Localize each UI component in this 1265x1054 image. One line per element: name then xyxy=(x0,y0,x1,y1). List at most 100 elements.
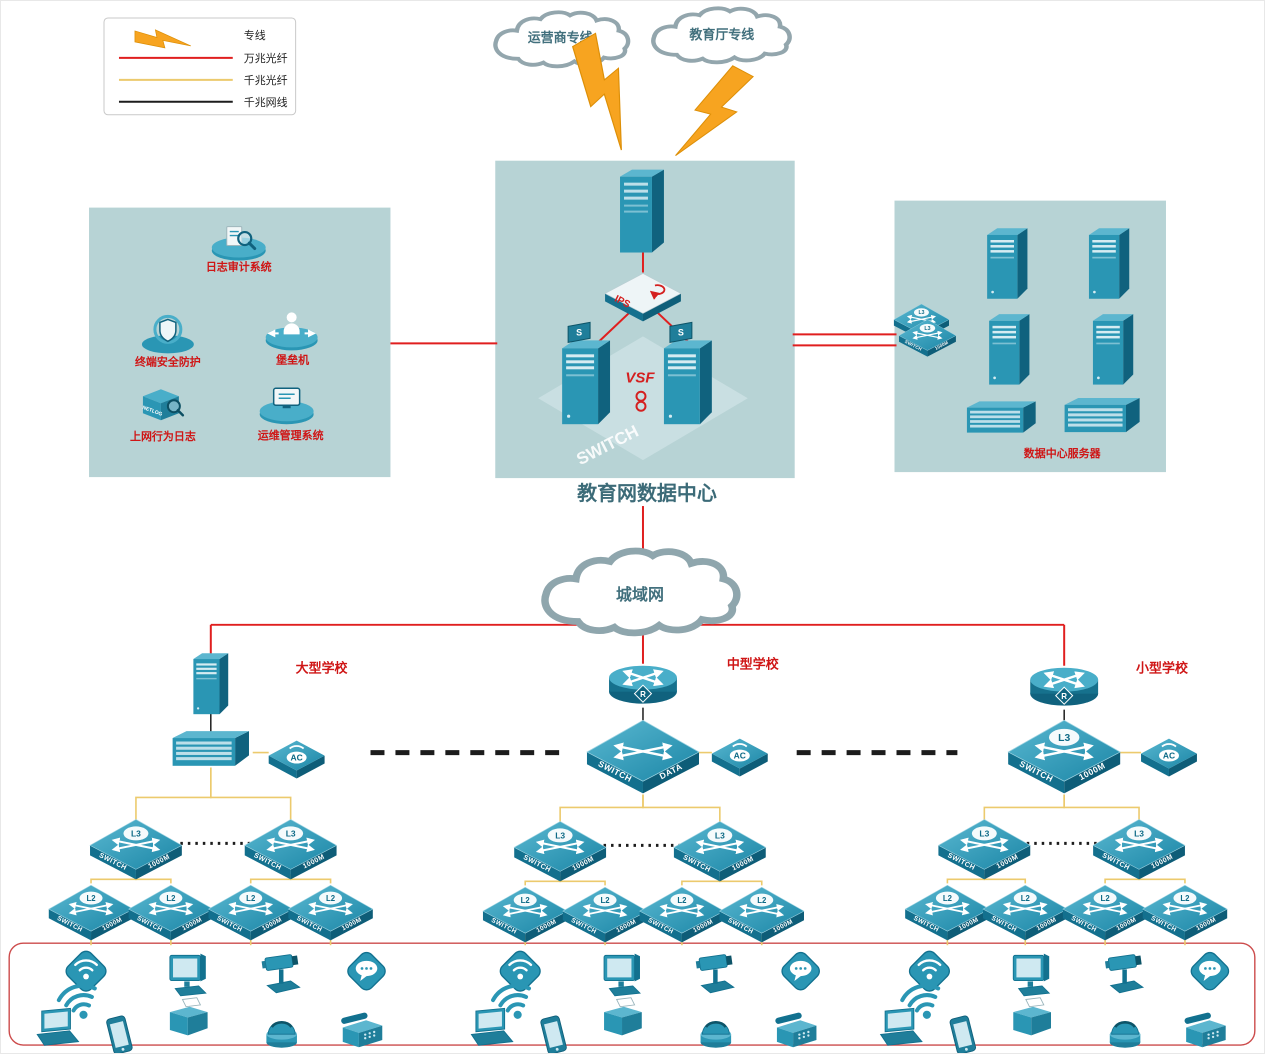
ac-badge: AC xyxy=(1163,751,1175,761)
isp-cloud: 运营商专线 xyxy=(495,12,628,66)
switch-tier-badge: L2 xyxy=(246,894,256,903)
switch-tier-badge: L3 xyxy=(1058,733,1070,744)
vsf-link-icon xyxy=(635,390,647,412)
switch-tier-badge: L2 xyxy=(166,894,176,903)
printer-icon xyxy=(169,997,209,1036)
fiber-1g-link xyxy=(642,794,721,822)
wireless-controller-ac: AC xyxy=(1141,738,1197,777)
smartphone-icon xyxy=(539,1014,568,1053)
terminal-security-icon xyxy=(141,314,194,354)
switch-tier-badge: L3 xyxy=(286,828,296,838)
lightning-edu xyxy=(671,59,756,172)
chat-icon xyxy=(1187,948,1233,994)
firewall xyxy=(620,169,664,253)
core-server-b xyxy=(663,340,712,425)
switch-tier-badge: L2 xyxy=(326,894,336,903)
dc-rack-2 xyxy=(1064,398,1140,433)
small-school-label: 小型学校 xyxy=(1136,661,1189,676)
laptop-icon xyxy=(880,1007,923,1046)
chat-icon xyxy=(778,948,823,994)
vsf-label: VSF xyxy=(625,369,655,386)
chat-icon xyxy=(344,948,389,994)
terminal-security-label: 终端安全防护 xyxy=(135,354,201,368)
router-r-label: R xyxy=(640,690,646,699)
dome-camera-icon xyxy=(1108,1020,1142,1050)
switch-tier-badge: L2 xyxy=(943,894,953,903)
switch-tier-badge: L3 xyxy=(555,830,565,840)
desktop-monitor-icon xyxy=(1012,953,1050,997)
dc-server-2 xyxy=(1088,228,1130,299)
printer-icon xyxy=(603,997,643,1036)
dc-rack-1 xyxy=(966,401,1036,433)
switch-tier-badge: L3 xyxy=(1134,828,1144,838)
ptz-camera-icon xyxy=(260,953,301,994)
legend-label-dedicated: 专线 xyxy=(244,28,266,42)
switch-tier-badge: L3 xyxy=(918,310,924,316)
legend-label-10g: 万兆光纤 xyxy=(244,51,288,65)
switch-speed-label: 1000M xyxy=(934,340,949,351)
desktop-monitor-icon xyxy=(169,953,207,997)
netlog-icon: NETLOG xyxy=(141,389,185,421)
switch-tier-badge: L2 xyxy=(1021,894,1031,903)
fax-phone-icon xyxy=(774,1011,817,1048)
fiber-1g-link xyxy=(983,794,1065,820)
printer-icon xyxy=(1012,997,1052,1036)
legend-label-1g-cable: 千兆网线 xyxy=(244,95,288,109)
bastion-host-icon xyxy=(265,312,318,351)
desktop-monitor-icon xyxy=(603,953,641,997)
router-r-badge: R xyxy=(1055,686,1074,705)
large-school-server xyxy=(193,653,229,715)
edu-cloud-label: 教育厅专线 xyxy=(688,27,754,42)
fax-phone-icon xyxy=(340,1011,383,1048)
switch-tier-badge: L3 xyxy=(131,828,141,838)
dc-servers-label: 数据中心服务器 xyxy=(1024,446,1102,460)
fiber-1g-link xyxy=(1063,794,1140,820)
wireless-controller-ac: AC xyxy=(268,740,325,779)
router-r-label: R xyxy=(1061,692,1067,701)
legend: 专线 万兆光纤 千兆光纤 千兆网线 xyxy=(103,17,297,116)
core-server-a xyxy=(562,340,611,425)
stack-flag-b: S xyxy=(669,321,693,343)
ips-device: IPS xyxy=(604,273,682,322)
medium-school-label: 中型学校 xyxy=(727,657,780,672)
endpoint-zone-box xyxy=(8,942,1256,1046)
datacenter-title: 教育网数据中心 xyxy=(577,481,717,505)
log-audit-icon xyxy=(211,226,266,261)
dc-server-4 xyxy=(1092,314,1134,385)
ptz-camera-icon xyxy=(694,953,735,994)
legend-label-1g-fiber: 千兆光纤 xyxy=(244,73,288,87)
bastion-host-label: 堡垒机 xyxy=(276,352,309,366)
wireless-controller-ac: AC xyxy=(711,738,768,777)
edu-cloud: 教育厅专线 xyxy=(653,8,789,62)
ptz-camera-icon xyxy=(1104,953,1144,994)
fiber-1g-link xyxy=(210,767,292,820)
dome-camera-icon xyxy=(699,1020,733,1050)
isp-cloud-label: 运营商专线 xyxy=(528,30,593,45)
large-school-core-device xyxy=(172,731,249,766)
switch-tier-badge: L2 xyxy=(86,894,96,903)
switch-tier-badge: L2 xyxy=(1101,894,1111,903)
smartphone-icon xyxy=(105,1014,134,1053)
laptop-icon xyxy=(36,1007,80,1046)
stack-flag-label: S xyxy=(678,327,684,337)
metro-cloud: 城域网 xyxy=(545,551,737,633)
dc-server-1 xyxy=(987,228,1028,299)
ops-management-icon xyxy=(259,387,314,425)
